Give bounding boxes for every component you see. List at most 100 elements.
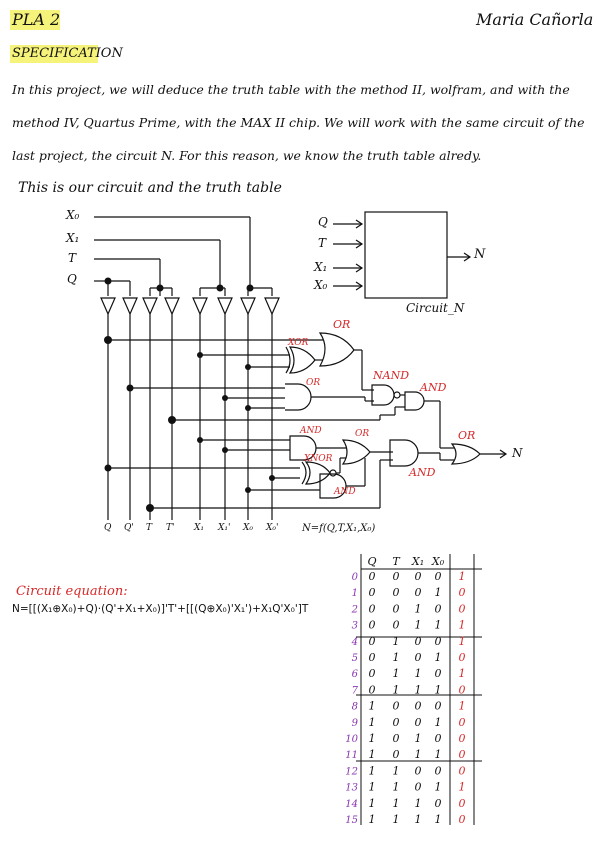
tt-cell: 0	[435, 602, 442, 615]
tt-cell: 1	[435, 683, 442, 696]
tt-output-cell: 1	[459, 700, 466, 713]
tt-cell: 0	[393, 619, 400, 632]
gate-label-xor: XOR	[288, 338, 309, 348]
tt-row-index: 6	[352, 669, 359, 680]
tt-output-cell: 0	[459, 748, 466, 761]
tt-cell: 0	[415, 781, 422, 794]
tt-row-index: 13	[345, 783, 358, 794]
tt-cell: 0	[435, 570, 442, 583]
tt-cell: 1	[369, 732, 376, 745]
tt-cell: 0	[369, 667, 376, 680]
tt-row-index: 0	[352, 572, 359, 583]
tt-cell: 1	[393, 651, 400, 664]
intro-line-2: method IV, Quartus Prime, with the MAX I…	[12, 115, 585, 130]
block-input-x0: X₀	[314, 278, 328, 292]
intro-line-3: last project, the circuit N. For this re…	[12, 148, 482, 163]
tt-output-cell: 1	[459, 635, 466, 648]
input-label-x1: X₁	[66, 231, 80, 245]
tt-output-cell: 1	[459, 619, 466, 632]
tt-row-index: 3	[352, 621, 358, 632]
tt-cell: 1	[393, 764, 400, 777]
tt-cell: 1	[393, 683, 400, 696]
page-title: PLA 2	[12, 10, 61, 29]
tt-cell: 1	[435, 813, 442, 826]
tt-cell: 0	[369, 602, 376, 615]
gate-label-xnor: XNOR	[304, 454, 333, 464]
gate-label-and-bottom: AND	[334, 487, 356, 497]
tt-row-index: 12	[345, 766, 358, 777]
tt-output-cell: 0	[459, 683, 466, 696]
tt-header: X₁	[411, 555, 424, 568]
tt-cell: 1	[369, 797, 376, 810]
gate-label-or-low: OR	[355, 429, 370, 439]
tt-cell: 0	[369, 635, 376, 648]
tt-row-index: 9	[352, 718, 359, 729]
tt-output-cell: 0	[459, 716, 466, 729]
tt-cell: 0	[435, 797, 442, 810]
column-label-q: Q	[104, 523, 112, 533]
tt-row-index: 1	[352, 588, 358, 599]
title-highlight	[10, 10, 60, 30]
section-highlight	[10, 45, 98, 63]
tt-row-index: 2	[351, 604, 358, 615]
column-label-x1-prime: X₁'	[218, 523, 231, 533]
tt-cell: 0	[393, 700, 400, 713]
circuit-equation: N=[[(X₁⊕X₀)+Q)·(Q'+X₁+X₀)]'T'+[[(Q⊕X₀)'X…	[12, 603, 309, 615]
tt-header: X₀	[431, 555, 445, 568]
tt-cell: 1	[393, 797, 400, 810]
tt-cell: 0	[369, 586, 376, 599]
gate-label-or-final: OR	[458, 429, 476, 442]
tt-row-index: 11	[345, 750, 358, 761]
tt-cell: 0	[415, 764, 422, 777]
tt-cell: 1	[435, 651, 442, 664]
tt-cell: 1	[393, 667, 400, 680]
column-label-x0-prime: X₀'	[266, 523, 279, 533]
equation-label: Circuit equation:	[16, 584, 128, 599]
tt-cell: 0	[435, 700, 442, 713]
tt-row-index: 5	[352, 653, 358, 664]
circuit-function: N=f(Q,T,X₁,X₀)	[302, 523, 376, 534]
tt-row-index: 15	[345, 815, 358, 826]
gate-label-nand: NAND	[373, 369, 410, 382]
tt-output-cell: 1	[459, 667, 466, 680]
input-label-q: Q	[67, 272, 77, 286]
tt-cell: 0	[415, 570, 422, 583]
gate-label-and-low: AND	[300, 426, 322, 436]
tt-cell: 1	[415, 797, 422, 810]
block-name: Circuit_N	[406, 301, 465, 315]
tt-cell: 0	[393, 570, 400, 583]
block-input-x1: X₁	[314, 260, 328, 274]
tt-cell: 1	[435, 781, 442, 794]
tt-cell: 0	[369, 619, 376, 632]
tt-cell: 1	[393, 813, 400, 826]
intro-line-1: In this project, we will deduce the trut…	[12, 82, 570, 97]
tt-row-index: 14	[345, 799, 358, 810]
section-heading: SPECIFICATION	[12, 46, 123, 61]
column-label-t-prime: T'	[166, 523, 175, 533]
tt-output-cell: 0	[459, 602, 466, 615]
tt-output-cell: 1	[459, 570, 466, 583]
tt-cell: 1	[415, 813, 422, 826]
author-name: Maria Cañorla	[476, 10, 594, 29]
input-label-t: T	[68, 251, 77, 265]
tt-cell: 0	[415, 635, 422, 648]
tt-cell: 1	[415, 667, 422, 680]
tt-cell: 1	[435, 716, 442, 729]
tt-cell: 0	[393, 748, 400, 761]
tt-output-cell: 0	[459, 764, 466, 777]
tt-cell: 1	[393, 635, 400, 648]
tt-cell: 0	[415, 700, 422, 713]
tt-cell: 1	[369, 748, 376, 761]
tt-cell: 1	[369, 716, 376, 729]
tt-cell: 0	[435, 667, 442, 680]
tt-cell: 0	[415, 586, 422, 599]
tt-cell: 0	[415, 716, 422, 729]
tt-cell: 1	[415, 732, 422, 745]
tt-cell: 1	[369, 764, 376, 777]
circuit-output-label: N	[512, 446, 523, 460]
tt-cell: 1	[435, 619, 442, 632]
block-input-q: Q	[318, 215, 328, 229]
column-label-t: T	[146, 523, 153, 533]
tt-output-cell: 0	[459, 586, 466, 599]
